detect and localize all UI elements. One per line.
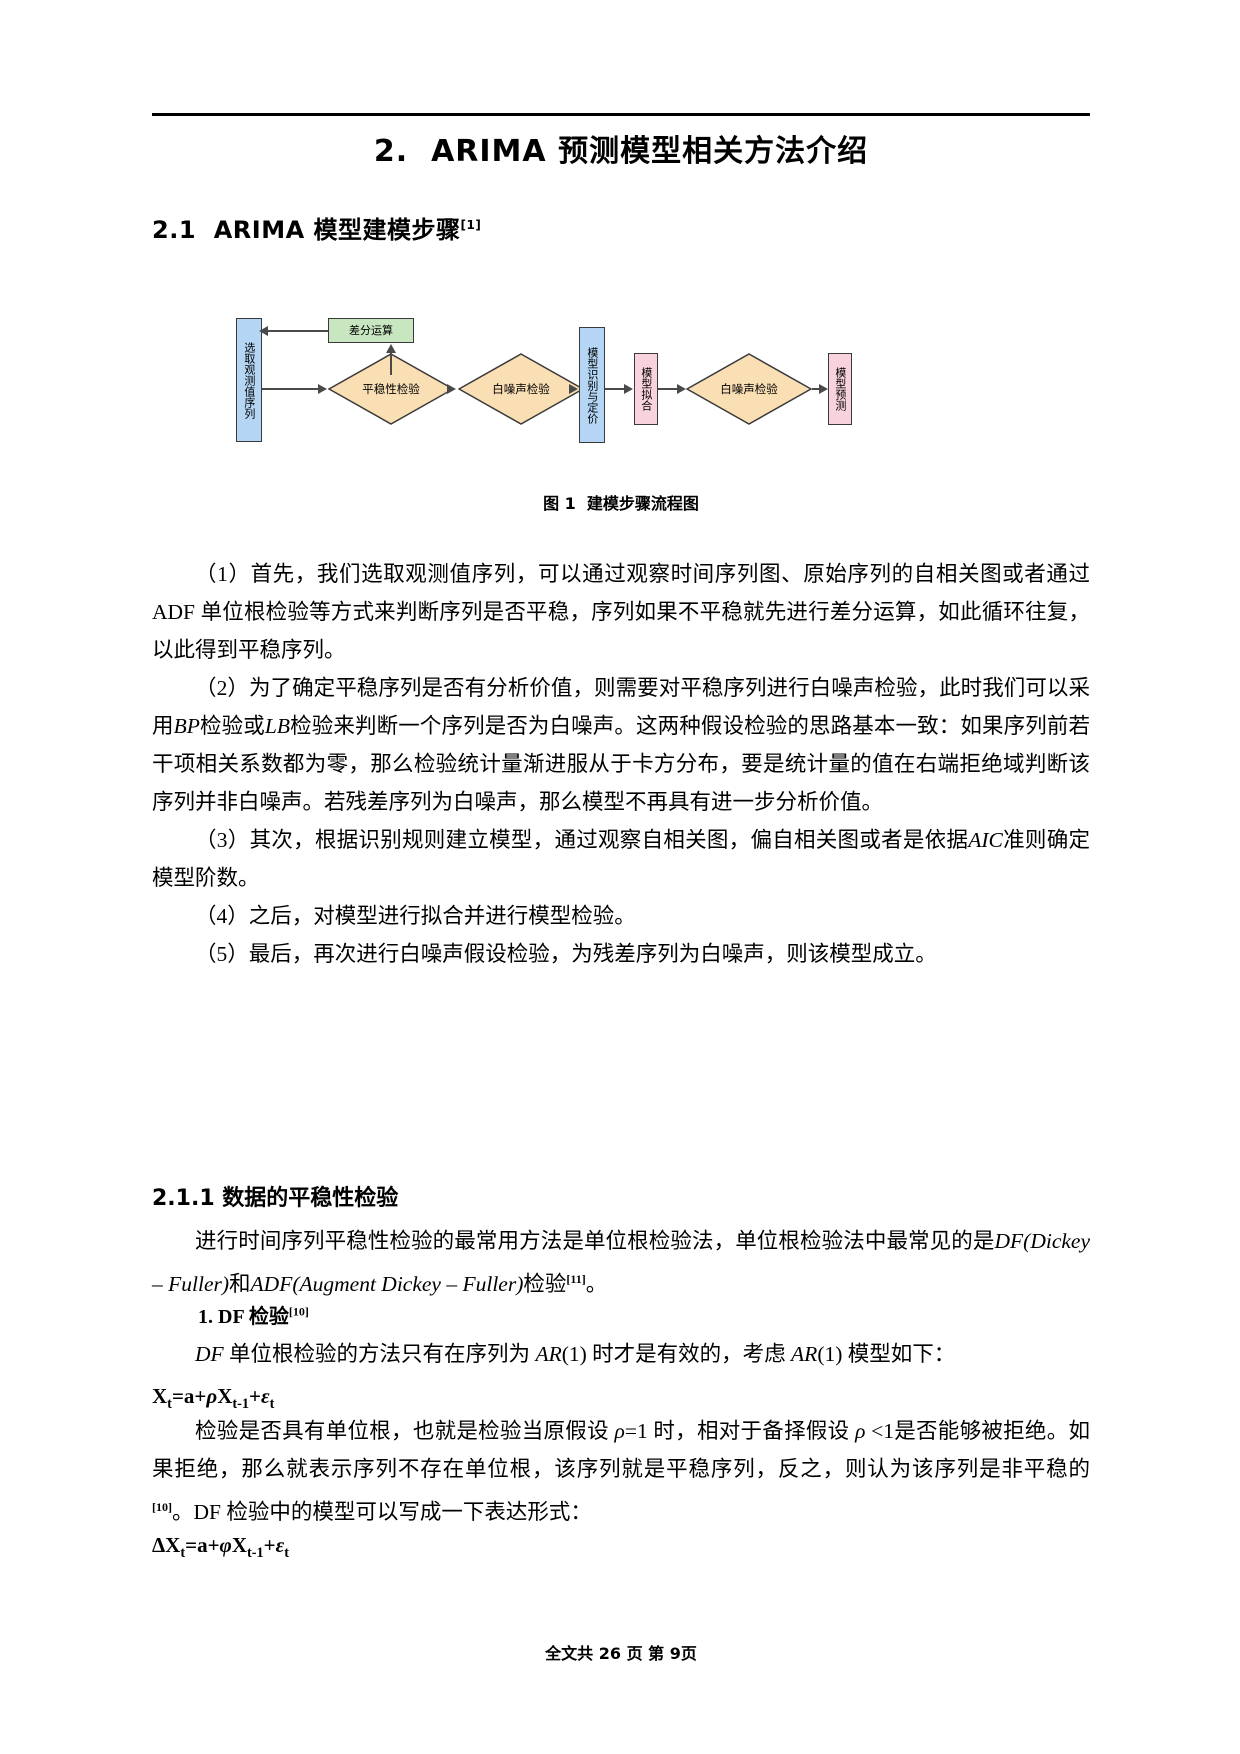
paragraph-7-ar-2: AR (791, 1342, 818, 1366)
paragraph-6-adf: ADF(Augment Dickey – Fuller) (250, 1272, 524, 1297)
paragraph-8-part-b: =1 时，相对于备择假设 (624, 1419, 856, 1443)
flow-node-model-identification: 模型识别与定价 (579, 327, 605, 443)
subheading-df-test-footnote: [10] (288, 1304, 309, 1319)
section-heading-2-1: 2.1 ARIMA 模型建模步骤[1] (152, 210, 481, 245)
section-heading-2-1-1: 2.1.1 数据的平稳性检验 (152, 1186, 399, 1211)
flow-node-white-noise-test-1: 白噪声检验 (458, 353, 584, 425)
paragraph-6: 进行时间序列平稳性检验的最常用方法是单位根检验法，单位根检验法中最常见的是DF(… (152, 1222, 1090, 1303)
paragraph-7-part-b: 单位根检验的方法只有在序列为 (223, 1342, 536, 1366)
flow-connector-loop (268, 330, 328, 332)
body-text-block-1: （1）首先，我们选取观测值序列，可以通过观察时间序列图、原始序列的自相关图或者通… (152, 555, 1090, 973)
paragraph-8-footnote: [10] (152, 1500, 172, 1514)
flow-line-modelid-to-fitting (605, 388, 625, 390)
flow-arrowhead-4 (624, 384, 633, 394)
formula-block-1: Xt=a+ρXt-1+εt (152, 1377, 1090, 1423)
formula-block-2: ΔXt=a+φXt-1+εt (152, 1526, 1090, 1572)
flow-node-stationarity-test-label: 平稳性检验 (362, 382, 420, 396)
paragraph-6-footnote: [11] (566, 1272, 586, 1286)
paragraph-3-part-b: 准则确定模型阶数。 (152, 828, 1090, 890)
flow-arrowhead-3 (569, 384, 578, 394)
section-heading-2-1-footnote: [1] (460, 218, 482, 232)
flow-node-white-noise-test-1-label: 白噪声检验 (492, 382, 550, 396)
body-text-block-2: 进行时间序列平稳性检验的最常用方法是单位根检验法，单位根检验法中最常见的是DF(… (152, 1222, 1090, 1303)
paragraph-7-part-c: (1) 时才是有效的，考虑 (561, 1342, 792, 1366)
paragraph-8-part-a: 检验是否具有单位根，也就是检验当原假设 (195, 1419, 615, 1443)
flow-arrowhead-up (386, 344, 396, 353)
flow-line-wn2-to-forecast (812, 388, 820, 390)
paragraph-8-part-c: <1是否能够被拒绝。如果拒绝，那么就表示序列不存在单位根，该序列就是平稳序列，反… (152, 1419, 1090, 1481)
section-heading-2-1-text: 2.1 ARIMA 模型建模步骤 (152, 216, 461, 244)
paragraph-7-ar-1: AR (535, 1342, 562, 1366)
flow-node-white-noise-test-2: 白噪声检验 (686, 353, 812, 425)
flow-node-difference-operation-label: 差分运算 (349, 323, 393, 337)
modeling-steps-flowchart: 选取观测值序列 差分运算 平稳性检验 白噪声检验 模型识别与定价 模型拟合 (228, 305, 868, 455)
paragraph-2-bp: BP (173, 714, 200, 738)
paragraph-6-part-a: 进行时间序列平稳性检验的最常用方法是单位根检验法，单位根检验法中最常见的是 (195, 1229, 995, 1253)
paragraph-7: DF 单位根检验的方法只有在序列为 AR(1) 时才是有效的，考虑 AR(1) … (152, 1335, 1090, 1373)
flow-node-select-observation-series: 选取观测值序列 (236, 318, 262, 442)
flow-node-model-identification-label: 模型识别与定价 (585, 346, 599, 424)
paragraph-3-aic: AIC (968, 828, 1003, 852)
paragraph-7-part-d: (1) 模型如下： (817, 1342, 956, 1366)
paragraph-2: （2）为了确定平稳序列是否有分析价值，则需要对平稳序列进行白噪声检验，此时我们可… (152, 669, 1090, 821)
paragraph-6-df: DF(Dickey – Fuller) (152, 1229, 1090, 1297)
paragraph-6-part-d: 。 (585, 1272, 608, 1297)
flow-connector-up (390, 353, 392, 375)
paragraph-8-rho-2: ρ (855, 1419, 866, 1443)
formula-df: ΔXt=a+φXt-1+εt (152, 1533, 290, 1562)
flow-arrowhead-loop (259, 326, 268, 336)
subheading-df-test: 1. DF 检验[10] (198, 1300, 309, 1329)
subheading-df-test-text: 1. DF 检验 (198, 1306, 289, 1328)
paragraph-3: （3）其次，根据识别规则建立模型，通过观察自相关图，偏自相关图或者是依据AIC准… (152, 821, 1090, 897)
paragraph-6-part-c: 检验 (523, 1272, 567, 1297)
flow-node-model-forecast-label: 模型预测 (833, 367, 847, 411)
paragraph-7-df: DF (195, 1342, 224, 1366)
flow-connector-1 (262, 388, 318, 390)
paragraph-3-part-a: （3）其次，根据识别规则建立模型，通过观察自相关图，偏自相关图或者是依据 (195, 828, 969, 852)
flow-arrowhead-6 (819, 384, 828, 394)
flow-node-model-forecast: 模型预测 (828, 353, 852, 425)
paragraph-5: （5）最后，再次进行白噪声假设检验，为残差序列为白噪声，则该模型成立。 (195, 942, 937, 966)
header-divider (152, 113, 1090, 116)
paragraph-6-part-b: 和 (229, 1272, 251, 1297)
paragraph-1: （1）首先，我们选取观测值序列，可以通过观察时间序列图、原始序列的自相关图或者通… (152, 562, 1090, 662)
paragraph-2-part-c: 检验来判断一个序列是否为白噪声。这两种假设检验的思路基本一致：如果序列前若干项相… (152, 714, 1090, 814)
flow-node-model-fitting: 模型拟合 (634, 353, 658, 425)
paragraph-2-part-b: 检验或 (199, 714, 265, 738)
flow-arrowhead-5 (677, 384, 686, 394)
body-text-block-3: DF 单位根检验的方法只有在序列为 AR(1) 时才是有效的，考虑 AR(1) … (152, 1335, 1090, 1373)
paragraph-4: （4）之后，对模型进行拟合并进行模型检验。 (195, 904, 636, 928)
paragraph-2-lb: LB (264, 714, 290, 738)
paragraph-2-part-a: （2）为了确定平稳序列是否有分析价值，则需要对平稳序列进行白噪声检验，此时我们可… (152, 676, 1090, 738)
flow-arrowhead-1 (318, 384, 327, 394)
figure-caption: 图 1 建模步骤流程图 (543, 494, 699, 513)
flow-node-model-fitting-label: 模型拟合 (639, 367, 653, 411)
flow-node-select-observation-series-label: 选取观测值序列 (242, 341, 256, 419)
formula-ar1: Xt=a+ρXt-1+εt (152, 1384, 275, 1413)
page-footer: 全文共 26 页 第 9页 (545, 1644, 697, 1663)
flow-node-difference-operation: 差分运算 (328, 318, 414, 343)
page-title: 2. ARIMA 预测模型相关方法介绍 (373, 134, 869, 169)
flow-line-fitting-to-wn2 (658, 388, 678, 390)
flow-node-stationarity-test: 平稳性检验 (328, 353, 454, 425)
body-text-block-4: 检验是否具有单位根，也就是检验当原假设 ρ=1 时，相对于备择假设 ρ <1是否… (152, 1412, 1090, 1531)
paragraph-8-part-d: 。DF 检验中的模型可以写成一下表达形式： (172, 1500, 592, 1525)
paragraph-8: 检验是否具有单位根，也就是检验当原假设 ρ=1 时，相对于备择假设 ρ <1是否… (152, 1412, 1090, 1531)
paragraph-8-rho-1: ρ (614, 1419, 625, 1443)
flow-node-white-noise-test-2-label: 白噪声检验 (720, 382, 778, 396)
flow-arrowhead-2 (447, 384, 456, 394)
